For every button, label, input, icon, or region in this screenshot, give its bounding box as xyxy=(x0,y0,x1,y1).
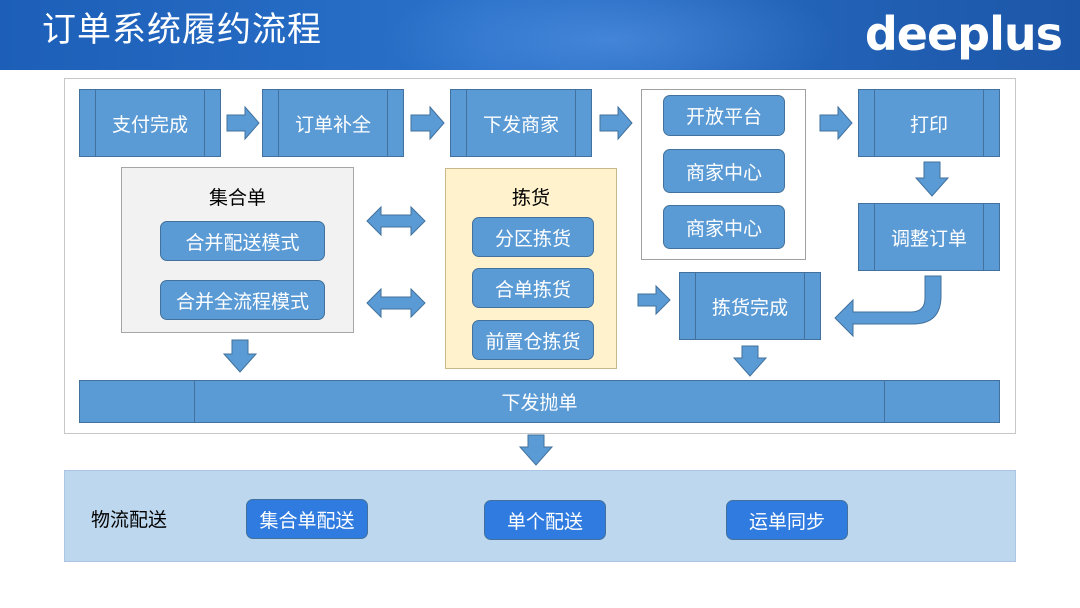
logistics-label: 物流配送 xyxy=(91,509,168,531)
logistics-item-single-delivery-label: 单个配送 xyxy=(506,510,583,533)
picking-item-front-warehouse-label: 前置仓拣货 xyxy=(485,330,581,353)
picking-item-merge[interactable]: 合单拣货 xyxy=(472,268,594,308)
header-bar: 订单系统履约流程 deeplus xyxy=(0,0,1080,70)
platform-item-merchant-center-1-label: 商家中心 xyxy=(685,161,762,184)
picking-item-merge-label: 合单拣货 xyxy=(494,278,571,301)
collection-item-merge-delivery[interactable]: 合并配送模式 xyxy=(160,221,325,261)
platform-item-merchant-center-1[interactable]: 商家中心 xyxy=(663,149,785,193)
step-pick-complete-label: 拣货完成 xyxy=(711,296,788,319)
collection-item-merge-full-label: 合并全流程模式 xyxy=(175,290,309,313)
step-dispatch-merchant-label: 下发商家 xyxy=(482,113,559,136)
step-dispatch-throw-label: 下发抛单 xyxy=(501,392,578,414)
collection-item-merge-full[interactable]: 合并全流程模式 xyxy=(160,280,325,320)
picking-item-zone[interactable]: 分区拣货 xyxy=(472,217,594,257)
logistics-item-single-delivery[interactable]: 单个配送 xyxy=(484,500,606,540)
platform-item-merchant-center-2-label: 商家中心 xyxy=(685,217,762,240)
step-pick-complete[interactable]: 拣货完成 xyxy=(679,272,821,340)
logistics-item-collection-delivery-label: 集合单配送 xyxy=(259,509,355,532)
arrow-down-icon xyxy=(518,434,554,466)
collection-item-merge-delivery-label: 合并配送模式 xyxy=(185,231,300,254)
logistics-item-waybill-sync-label: 运单同步 xyxy=(748,510,825,533)
brand-logo: deeplus xyxy=(864,7,1063,61)
step-pay-complete[interactable]: 支付完成 xyxy=(79,89,221,157)
step-order-complete-label: 订单补全 xyxy=(294,113,371,136)
step-print[interactable]: 打印 xyxy=(858,89,1000,157)
picking-item-front-warehouse[interactable]: 前置仓拣货 xyxy=(472,320,594,360)
step-print-label: 打印 xyxy=(909,113,948,136)
step-pay-complete-label: 支付完成 xyxy=(111,113,188,136)
collection-title: 集合单 xyxy=(208,187,266,209)
step-dispatch-merchant[interactable]: 下发商家 xyxy=(450,89,592,157)
step-adjust-order[interactable]: 调整订单 xyxy=(858,203,1000,271)
platform-item-open-label: 开放平台 xyxy=(685,106,762,128)
picking-item-zone-label: 分区拣货 xyxy=(494,227,571,250)
step-dispatch-throw[interactable]: 下发抛单 xyxy=(79,380,1000,423)
platform-item-merchant-center-2[interactable]: 商家中心 xyxy=(663,205,785,249)
picking-title: 拣货 xyxy=(511,187,550,209)
platform-item-open[interactable]: 开放平台 xyxy=(663,95,785,136)
logistics-item-collection-delivery[interactable]: 集合单配送 xyxy=(246,499,368,539)
header-highlight xyxy=(380,0,840,70)
page-title: 订单系统履约流程 xyxy=(42,10,322,50)
logistics-item-waybill-sync[interactable]: 运单同步 xyxy=(726,500,848,540)
step-order-complete[interactable]: 订单补全 xyxy=(262,89,404,157)
step-adjust-order-label: 调整订单 xyxy=(890,227,967,250)
